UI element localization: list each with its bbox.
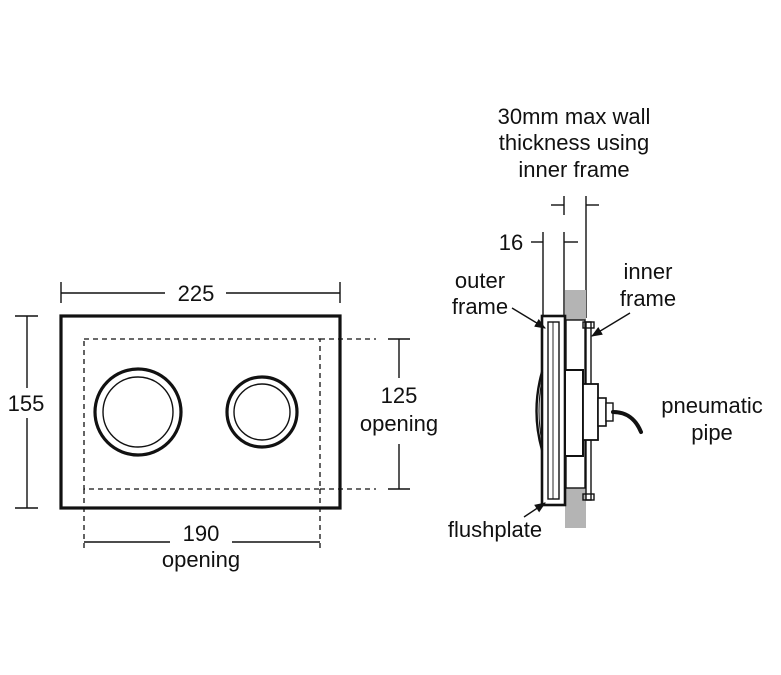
opening-height-dim-label: 125 bbox=[381, 383, 418, 408]
opening-width-dim-label: 190 bbox=[183, 521, 220, 546]
large-flush-button bbox=[93, 367, 183, 457]
flushplate-label: flushplate bbox=[448, 517, 542, 542]
wall-thickness-dimension bbox=[551, 196, 599, 215]
inner-frame-leader bbox=[591, 312, 631, 337]
pneumatic-label-2: pipe bbox=[691, 420, 733, 445]
plate-outline bbox=[59, 314, 342, 510]
outer-frame-label-2: frame bbox=[452, 294, 508, 319]
outer-frame-leader bbox=[511, 307, 546, 329]
inner-frame-label-1: inner bbox=[624, 259, 673, 284]
plate-depth-dimension: 16 bbox=[499, 230, 578, 255]
inner-frame-label-2: frame bbox=[620, 286, 676, 311]
outer-frame-label-1: outer bbox=[455, 268, 505, 293]
pneumatic-label-1: pneumatic bbox=[661, 393, 763, 418]
flushplate-leader bbox=[523, 502, 546, 518]
width-dimension: 225 bbox=[60, 281, 341, 306]
opening-height-word: opening bbox=[360, 411, 438, 436]
height-dimension: 155 bbox=[8, 315, 45, 509]
side-view: 30mm max wall thickness using inner fram… bbox=[448, 104, 763, 542]
opening-width-word: opening bbox=[162, 547, 240, 572]
opening-outline bbox=[83, 338, 321, 490]
opening-height-dimension: 125 opening bbox=[320, 338, 438, 490]
wall-note-line-1: 30mm max wall bbox=[498, 104, 651, 129]
opening-width-dimension: 190 opening bbox=[83, 489, 321, 572]
wall-note-line-2: thickness using bbox=[499, 130, 649, 155]
front-view: 225 155 125 opening 190 bbox=[8, 281, 439, 572]
width-dim-label: 225 bbox=[178, 281, 215, 306]
small-flush-button bbox=[225, 375, 299, 449]
flushplate-section bbox=[535, 314, 567, 507]
height-dim-label: 155 bbox=[8, 391, 45, 416]
plate-depth-label: 16 bbox=[499, 230, 523, 255]
pneumatic-pipe bbox=[611, 410, 643, 434]
wall-note-line-3: inner frame bbox=[518, 157, 629, 182]
valve-body bbox=[564, 369, 614, 457]
